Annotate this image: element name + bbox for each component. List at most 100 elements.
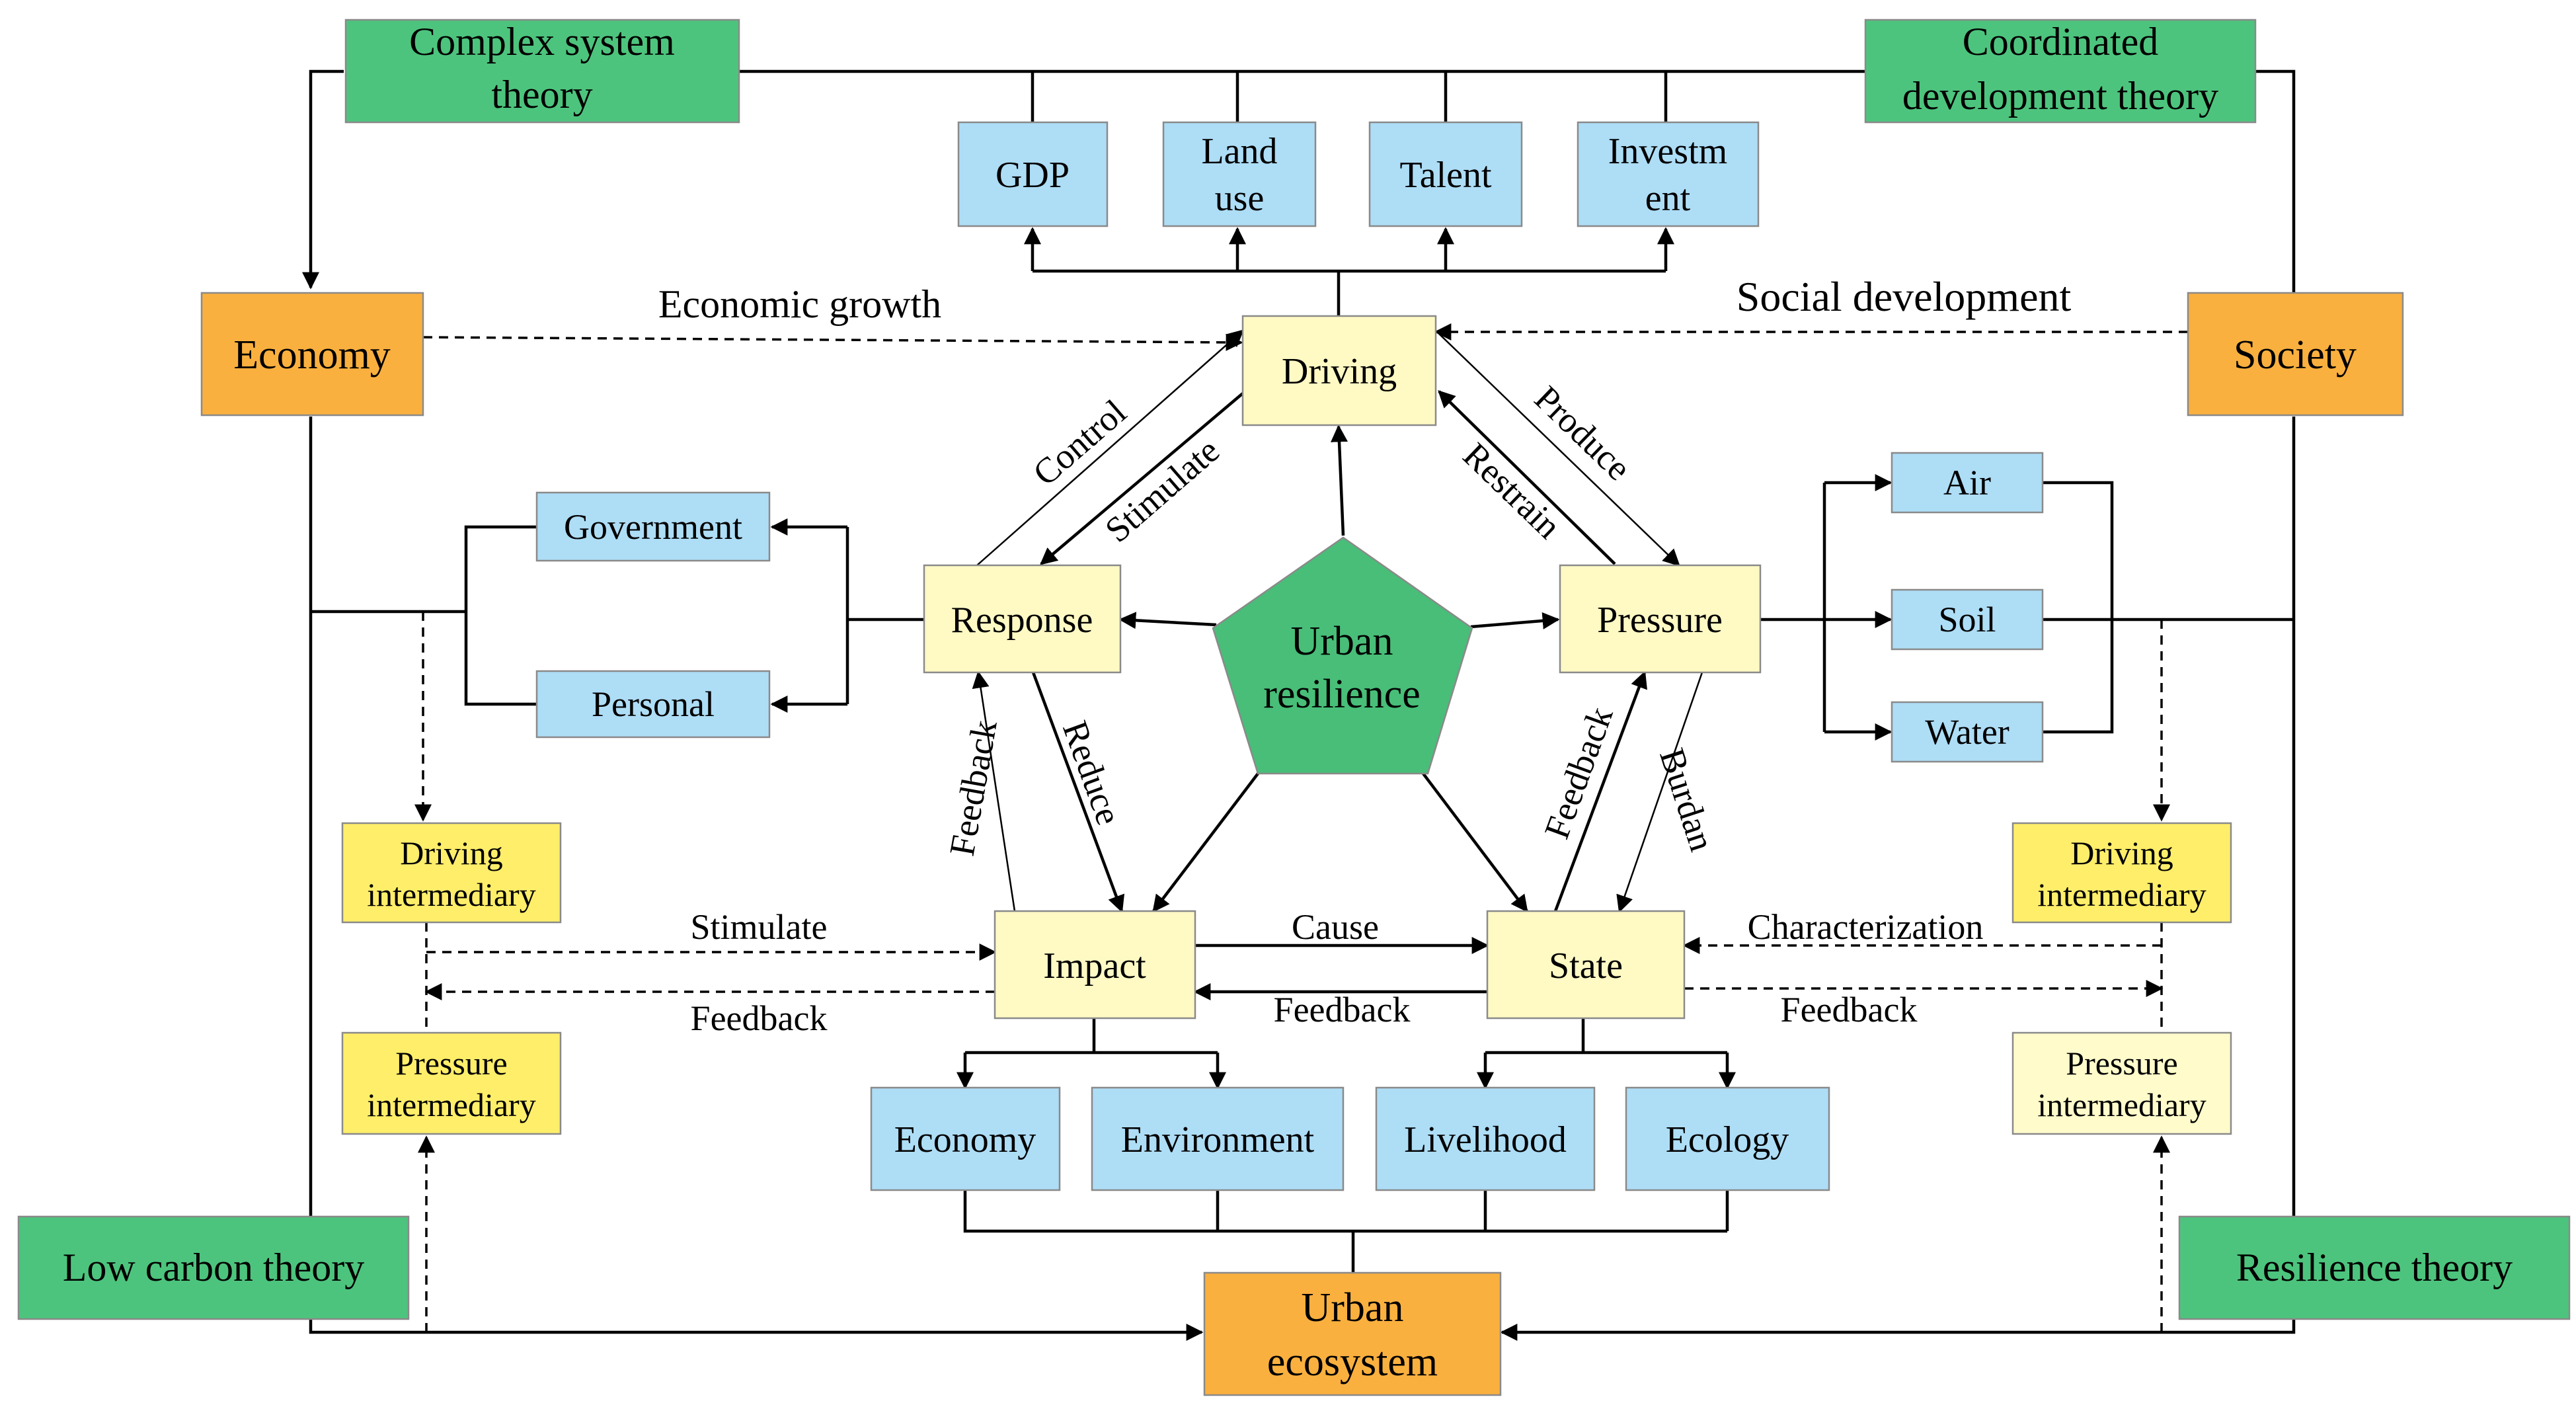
label-burdan: Burdan — [1652, 744, 1722, 856]
impact-to-sub-bus — [965, 1018, 1218, 1055]
urban-ecosystem-line1: Urban — [1302, 1285, 1404, 1330]
center-to-state — [1422, 772, 1528, 913]
subsystem-economy-label: Economy — [233, 333, 391, 378]
factor-investment-line1: Investm — [1608, 131, 1727, 172]
intermediary-right-driving-line1: Driving — [2070, 834, 2173, 871]
factor-land-use: Land use — [1162, 121, 1317, 227]
dpsir-driving: Driving — [1241, 315, 1437, 426]
label-feedback-impact: Feedback — [1274, 990, 1411, 1029]
driving-produce-pressure — [1435, 330, 1680, 567]
label-feedback-right: Feedback — [1781, 990, 1918, 1029]
center-line1: Urban — [1291, 619, 1393, 664]
driving-stimulate-response — [1040, 392, 1244, 565]
state-feedback-pressure — [1553, 670, 1647, 912]
label-social-development: Social development — [1737, 273, 2072, 320]
frame-left-side — [309, 417, 1204, 1341]
factors-back-bracket — [2043, 481, 2294, 734]
dpsir-impact: Impact — [994, 910, 1196, 1020]
center-to-driving — [1331, 424, 1348, 536]
dpsir-state: State — [1486, 910, 1686, 1020]
center-to-pressure — [1470, 612, 1560, 629]
frame-right-side — [1500, 417, 2296, 1341]
intermediary-left-pressure-line1: Pressure — [395, 1045, 507, 1082]
dpsir-impact-label: Impact — [1043, 945, 1146, 986]
dpsir-pressure: Pressure — [1559, 564, 1762, 674]
label-stimulate-driving: Stimulate — [1097, 430, 1227, 550]
label-economic-growth: Economic growth — [658, 282, 941, 326]
factor-ecology: Ecology — [1625, 1086, 1830, 1191]
dpsir-state-label: State — [1549, 945, 1623, 986]
impact-feedback-response — [972, 670, 1016, 912]
factor-gdp: GDP — [957, 121, 1109, 227]
factor-environment: Environment — [1091, 1086, 1345, 1191]
factor-impact-economy-label: Economy — [894, 1119, 1036, 1160]
factor-air-label: Air — [1943, 463, 1991, 502]
factor-gdp-label: GDP — [995, 155, 1070, 196]
label-feedback-left: Feedback — [691, 998, 828, 1038]
factor-impact-economy: Economy — [870, 1086, 1061, 1191]
actors-back-bracket — [311, 525, 537, 706]
theory-resilience: Resilience theory — [2178, 1215, 2571, 1320]
factor-talent-label: Talent — [1399, 155, 1492, 196]
intermediary-right-driving-line2: intermediary — [2037, 876, 2206, 913]
response-reduce-impact — [1031, 672, 1125, 913]
theory-coordinated-line2: development theory — [1902, 74, 2218, 118]
factor-soil-label: Soil — [1938, 600, 1996, 639]
label-reduce: Reduce — [1055, 716, 1129, 830]
theory-complex-system-line1: Complex system — [409, 20, 675, 63]
frame-right-top — [2255, 69, 2296, 292]
factor-talent: Talent — [1368, 121, 1523, 227]
factor-livelihood: Livelihood — [1375, 1086, 1596, 1191]
center-line2: resilience — [1263, 672, 1421, 717]
intermediary-left-pressure-line2: intermediary — [367, 1086, 535, 1123]
label-restrain: Restrain — [1456, 435, 1569, 546]
factor-air: Air — [1891, 452, 2044, 514]
subsystem-society-label: Society — [2234, 333, 2357, 378]
intermediary-left-pressure: Pressure intermediary — [341, 1031, 562, 1135]
factor-water: Water — [1891, 701, 2044, 763]
center-to-impact — [1152, 772, 1259, 913]
intermediary-left-driving: Driving intermediary — [341, 822, 562, 924]
factor-livelihood-label: Livelihood — [1404, 1119, 1567, 1160]
subsystem-economy: Economy — [200, 292, 424, 417]
intermediary-left-driving-line1: Driving — [400, 834, 503, 871]
label-cause: Cause — [1292, 907, 1379, 947]
economy-to-driving — [422, 333, 1243, 351]
factor-water-label: Water — [1925, 712, 2010, 752]
label-control: Control — [1025, 392, 1134, 494]
label-characterization: Characterization — [1748, 907, 1984, 947]
pressure-to-factor-bracket — [1760, 483, 1826, 732]
theory-complex-system: Complex system theory — [344, 19, 740, 124]
actor-government: Government — [535, 491, 771, 562]
driving-to-factor-bus — [1033, 269, 1666, 316]
dpsir-driving-label: Driving — [1282, 351, 1397, 392]
theory-coordinated-line1: Coordinated — [1963, 20, 2159, 63]
actor-government-label: Government — [564, 507, 742, 547]
intermediary-left-driving-line2: intermediary — [367, 876, 535, 913]
theory-low-carbon-label: Low carbon theory — [63, 1246, 365, 1289]
theory-resilience-label: Resilience theory — [2236, 1246, 2513, 1289]
factor-environment-label: Environment — [1121, 1119, 1315, 1160]
connectors — [302, 69, 2296, 1341]
intermediary-right-pressure: Pressure intermediary — [2011, 1031, 2232, 1135]
dpsir-response-label: Response — [951, 600, 1093, 641]
factor-investment: Investm ent — [1577, 121, 1760, 227]
actor-personal-label: Personal — [592, 684, 715, 724]
driving-factor-ties — [1031, 71, 1668, 122]
theory-coordinated-development: Coordinated development theory — [1864, 19, 2257, 124]
factor-land-use-line1: Land — [1201, 131, 1277, 172]
intermediary-right-driving: Driving intermediary — [2011, 822, 2232, 924]
frame-left-top — [302, 69, 344, 290]
theory-low-carbon: Low carbon theory — [17, 1215, 410, 1320]
factor-soil: Soil — [1891, 588, 2044, 651]
intermediary-right-pressure-line2: intermediary — [2037, 1086, 2206, 1123]
factor-ecology-label: Ecology — [1666, 1119, 1789, 1160]
pressure-restrain-driving — [1438, 390, 1616, 565]
urban-ecosystem-line2: ecosystem — [1267, 1340, 1438, 1385]
label-stimulate-impact: Stimulate — [691, 907, 828, 947]
factor-land-use-line2: use — [1215, 178, 1265, 219]
sub-factors-to-urban-ecosystem — [963, 1190, 1729, 1273]
intermediary-right-pressure-line1: Pressure — [2066, 1045, 2177, 1082]
pressure-burdan-state — [1616, 672, 1703, 913]
